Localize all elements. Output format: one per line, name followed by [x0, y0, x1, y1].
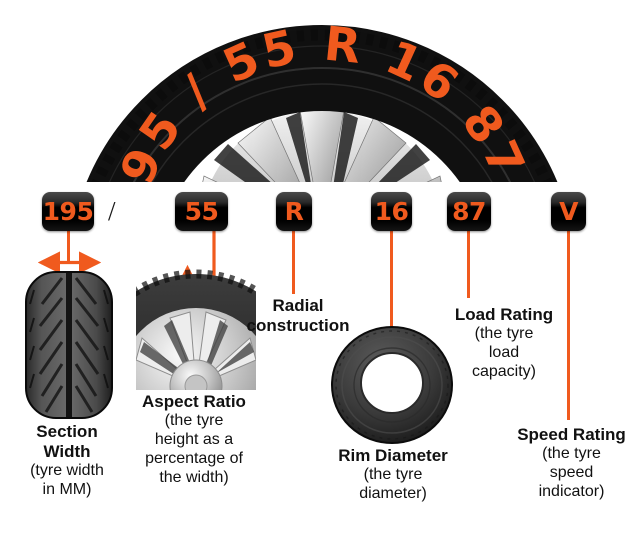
caption-rim-diameter: Rim Diameter (the tyre diameter) — [320, 446, 466, 504]
caption-heading: Aspect Ratio — [142, 392, 246, 411]
caption-sub-1: (the tyre — [164, 412, 224, 430]
caption-sub-2: diameter) — [359, 484, 427, 502]
caption-aspect-ratio: Aspect Ratio (the tyre height as a perce… — [124, 392, 264, 488]
badge-load-rating[interactable]: 87 — [447, 192, 491, 231]
caption-radial-construction: Radial construction — [232, 296, 364, 336]
caption-sub-2: in MM) — [42, 480, 92, 498]
caption-section-width: Section Width (tyre width in MM) — [2, 422, 132, 500]
caption-sub-1: (the tyre — [474, 325, 534, 343]
caption-sub-2: load — [488, 343, 520, 361]
caption-heading-2: construction — [246, 316, 350, 336]
badge-label: 195 — [42, 197, 94, 226]
caption-heading-2: Width — [43, 442, 91, 462]
badge-rim-diameter[interactable]: 16 — [371, 192, 412, 231]
badge-label: 55 — [184, 197, 219, 226]
caption-sub-4: the width) — [159, 468, 229, 486]
badge-construction[interactable]: R — [276, 192, 312, 231]
tyre-hero-image: 195 / 55 R 16 87V — [0, 0, 643, 182]
caption-heading: Speed Rating — [517, 425, 626, 444]
caption-heading: Load Rating — [454, 305, 554, 324]
caption-heading: Rim Diameter — [338, 446, 448, 465]
caption-sub-1: (tyre width — [30, 462, 104, 480]
badge-speed-rating[interactable]: V — [551, 192, 586, 231]
caption-sub-3: capacity) — [471, 362, 537, 380]
figure-tyre-tread-front-view — [22, 270, 116, 420]
caption-sub-1: (the tyre — [363, 466, 423, 484]
figure-tyre-sidewall-alloy — [136, 268, 256, 390]
caption-heading: Section — [36, 422, 98, 441]
separator-slash: / — [108, 196, 116, 226]
caption-sub-3: percentage of — [145, 449, 243, 467]
badge-label: V — [559, 197, 578, 226]
badge-label: 87 — [452, 197, 486, 226]
caption-load-rating: Load Rating (the tyre load capacity) — [434, 305, 574, 382]
caption-sub-1: (the tyre — [542, 445, 601, 463]
caption-sub-3: indicator) — [538, 482, 605, 500]
badge-label: 16 — [374, 197, 409, 226]
badge-label: R — [284, 197, 304, 226]
badge-section-width[interactable]: 195 — [42, 192, 94, 231]
badge-aspect-ratio[interactable]: 55 — [175, 192, 228, 231]
figure-tyre-ring-side-view — [330, 324, 454, 446]
caption-sub-2: speed — [549, 463, 594, 481]
caption-sub-2: height as a — [154, 430, 234, 448]
caption-speed-rating: Speed Rating (the tyre speed indicator) — [500, 425, 643, 502]
caption-heading: Radial — [272, 296, 324, 315]
